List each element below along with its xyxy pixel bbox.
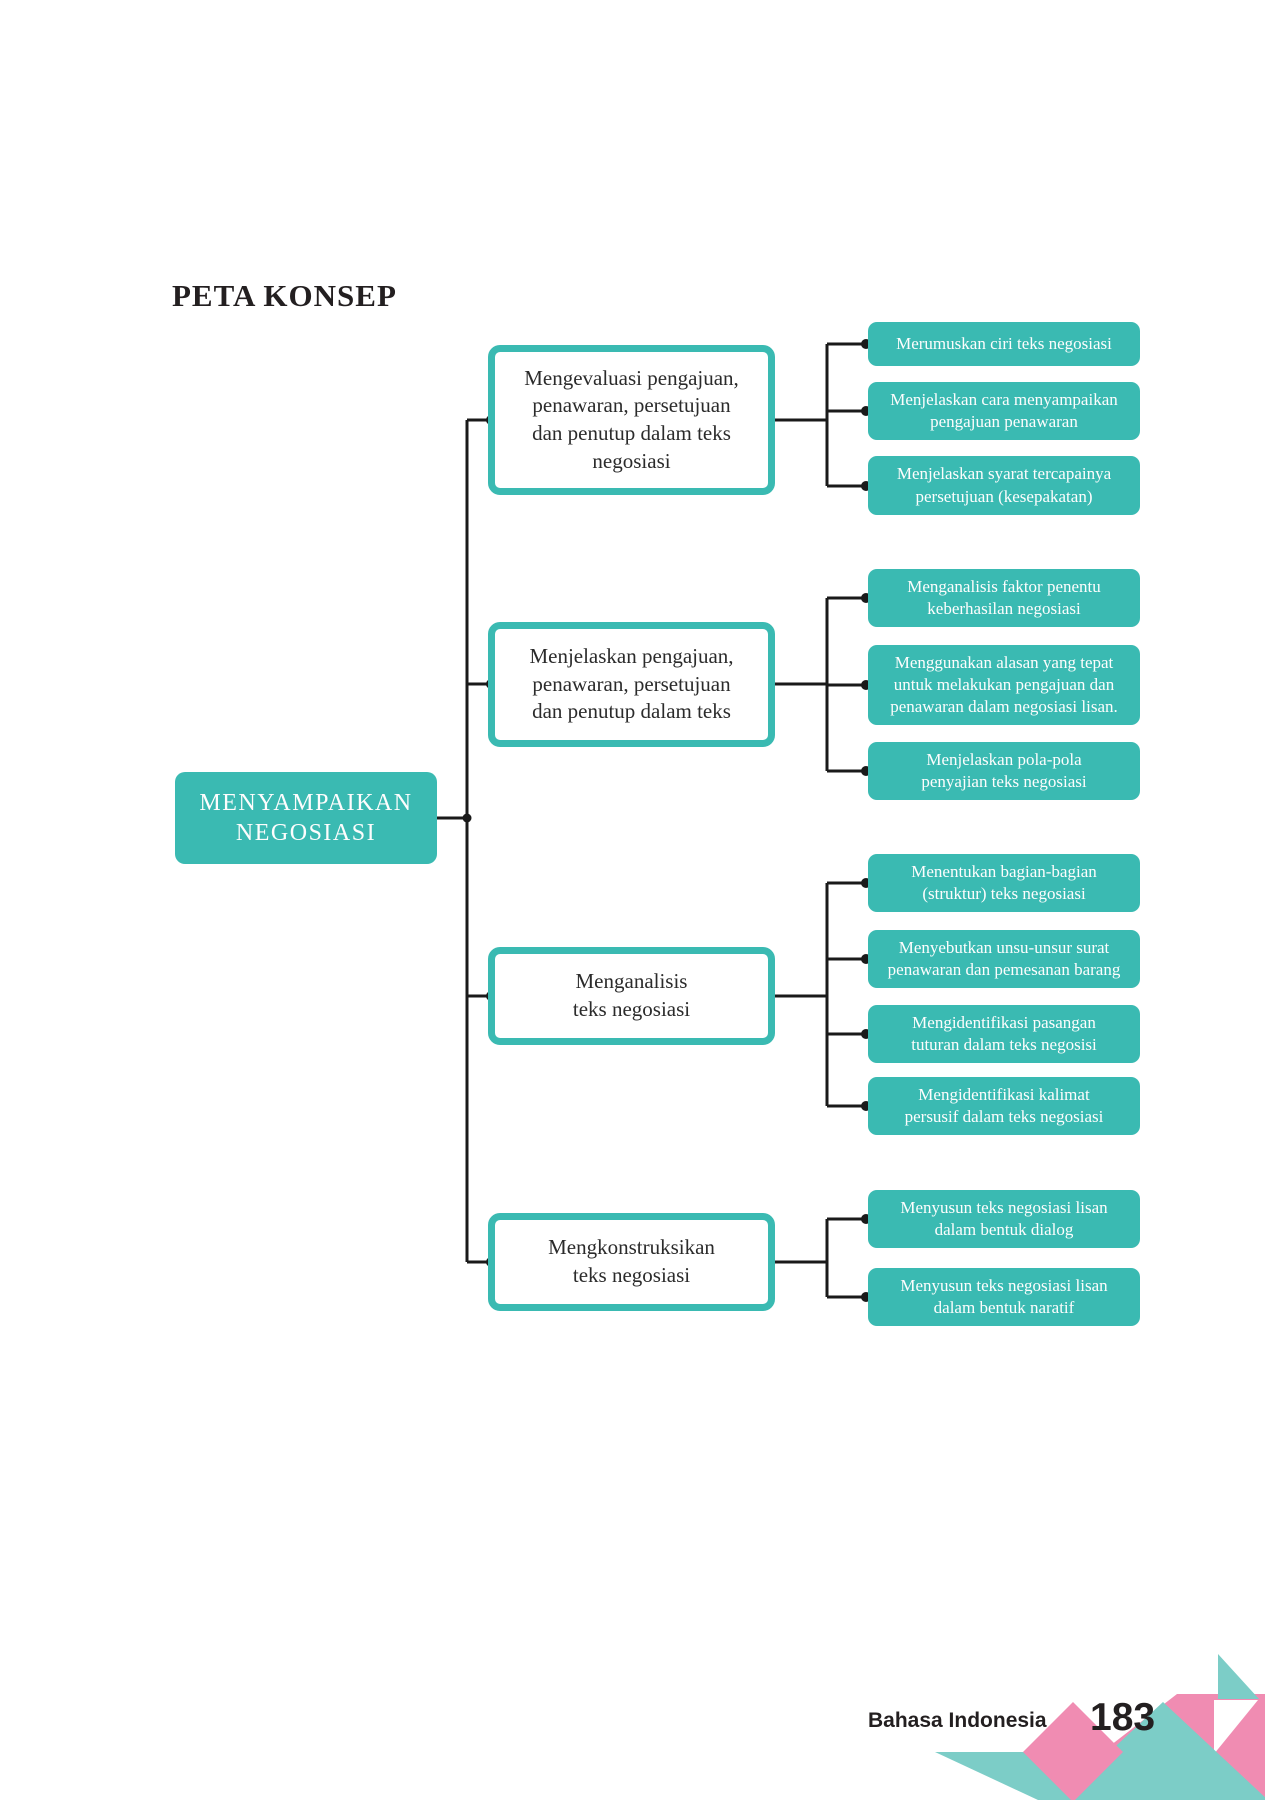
- branch-node-menganalisis: Menganalisis teks negosiasi: [488, 947, 775, 1045]
- leaf-node-menentukan-bagian: Menentukan bagian-bagian (struktur) teks…: [868, 854, 1140, 912]
- footer-teal-small-triangle: [1218, 1654, 1259, 1699]
- footer-white-notch-triangle: [1214, 1700, 1258, 1754]
- root-node-menyampaikan-negosiasi: MENYAMPAIKAN NEGOSIASI: [175, 772, 437, 864]
- leaf-node-menyebutkan-unsur: Menyebutkan unsu-unsur surat penawaran d…: [868, 930, 1140, 988]
- leaf-node-merumuskan-ciri: Merumuskan ciri teks negosiasi: [868, 322, 1140, 366]
- footer-teal-left-shape: [935, 1752, 1079, 1800]
- branch-node-mengevaluasi: Mengevaluasi pengajuan, penawaran, perse…: [488, 345, 775, 495]
- leaf-node-menjelaskan-pola: Menjelaskan pola-pola penyajian teks neg…: [868, 742, 1140, 800]
- branch-node-mengkonstruksikan: Mengkonstruksikan teks negosiasi: [488, 1213, 775, 1311]
- leaf-node-menyusun-naratif: Menyusun teks negosiasi lisan dalam bent…: [868, 1268, 1140, 1326]
- branch-node-menjelaskan: Menjelaskan pengajuan, penawaran, perset…: [488, 622, 775, 747]
- leaf-node-mengidentifikasi-pasangan: Mengidentifikasi pasangan tuturan dalam …: [868, 1005, 1140, 1063]
- leaf-node-menyusun-dialog: Menyusun teks negosiasi lisan dalam bent…: [868, 1190, 1140, 1248]
- leaf-node-menjelaskan-syarat: Menjelaskan syarat tercapainya persetuju…: [868, 456, 1140, 515]
- leaf-node-mengidentifikasi-kalimat: Mengidentifikasi kalimat persusif dalam …: [868, 1077, 1140, 1135]
- footer-book-title: Bahasa Indonesia: [868, 1709, 1047, 1732]
- leaf-node-menjelaskan-cara: Menjelaskan cara menyampaikan pengajuan …: [868, 382, 1140, 440]
- footer-page-number: 183: [1090, 1696, 1156, 1739]
- page-title: PETA KONSEP: [172, 278, 397, 313]
- leaf-node-menggunakan-alasan: Menggunakan alasan yang tepat untuk mela…: [868, 645, 1140, 725]
- leaf-node-menganalisis-faktor: Menganalisis faktor penentu keberhasilan…: [868, 569, 1140, 627]
